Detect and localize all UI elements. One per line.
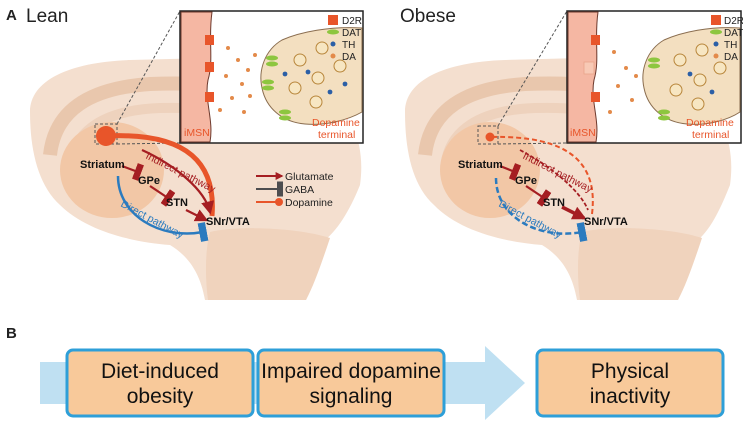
box-3-line-1: Physical [591,360,669,383]
da-icon [713,53,719,59]
lean-da-molecules [218,46,257,114]
legend-gaba-label: GABA [285,184,314,196]
obese-stn-label: STN [543,197,565,209]
legend-glutamate-label: Glutamate [285,171,334,183]
lean-cerebellum [205,228,330,300]
legend-da: DA [342,52,356,63]
legend-dat: DAT [342,28,361,39]
lean-msn-membrane [180,11,213,143]
legend-da: DA [724,52,738,63]
legend-d2r: D2R [342,16,362,27]
lean-dopamine-pathway [96,126,215,217]
lean-title: Lean [26,6,68,27]
lean-zoom-line-1 [116,10,181,125]
obese-direct-pathway [494,177,588,242]
dat-icon [327,29,339,35]
flow-box-impaired-dopamine-signaling: Impaired dopamine signaling [256,348,446,418]
obese-striatum-label: Striatum [458,159,503,171]
obese-zoom-line-2 [497,142,568,145]
lean-gpe-label: GPe [138,175,160,187]
box-3-line-2: inactivity [590,385,671,408]
obese-imsn-label: iMSN [570,127,596,139]
obese-striatum-to-gpe [499,163,522,181]
legend-th: TH [342,40,355,51]
th-icon [330,41,336,47]
obese-zoom-line-1 [497,10,568,127]
obese-stn-to-snr [561,205,587,220]
obese-inset-legend: D2R DAT TH DA [710,15,743,63]
obese-terminal-label-2: terminal [692,129,729,141]
d2r-icon [328,15,338,25]
box-2-line-2: signaling [310,385,393,408]
dat-icon [710,29,722,35]
obese-terminal-label-1: Dopamine [686,117,734,129]
flow-box-physical-inactivity: Physical inactivity [535,348,725,418]
obese-msn-membrane [567,11,599,143]
lean-gpe-to-stn [149,185,176,207]
th-icon [713,41,719,47]
obese-dat-transporters [648,57,670,121]
lean-d2r-receptors [205,35,214,102]
box-2-line-1: Impaired dopamine [261,360,441,383]
panel-a-label: A [6,7,17,24]
lean-panel: Lean Striatum GPe STN SNr/VTA Indirect p… [26,6,364,300]
lean-striatum-label: Striatum [80,159,125,171]
lean-stn-label: STN [166,197,188,209]
lean-synapse-inset: D2R DAT TH DA iMSN Dopamine terminal [179,10,364,144]
lean-vesicles [288,41,347,109]
obese-gpe-label: GPe [515,175,537,187]
obese-indirect-pathway-arrow [519,149,589,211]
lean-terminal-label-2: terminal [318,129,355,141]
obese-snr-vta-label: SNr/VTA [584,216,628,228]
legend-dopamine-label: Dopamine [285,197,333,209]
obese-da-molecules [608,50,638,114]
lean-th-dots [282,69,348,95]
legend-th: TH [724,40,737,51]
lean-terminal-label-1: Dopamine [312,117,360,129]
box-1-line-2: obesity [127,385,194,408]
obese-vesicles [669,43,727,111]
obese-th-dots [687,71,715,95]
lean-direct-pathway [116,175,209,242]
obese-striatum-region [440,122,540,218]
obese-terminal-membrane [642,27,741,125]
box-1-line-1: Diet-induced [101,360,219,383]
lean-dat-transporters [262,55,291,121]
obese-synapse-inset: D2R DAT TH DA iMSN Dopamine terminal [566,10,743,144]
d2r-icon [711,15,721,25]
lean-stn-to-snr [185,209,209,222]
lean-striatum-region [60,122,164,218]
lean-striatum-to-gpe [121,163,144,181]
obese-d2r-receptors [583,35,600,102]
lean-inset-legend: D2R DAT TH DA [327,15,362,63]
obese-panel: Obese Striatum GPe STN SNr/VTA Indirect … [400,6,743,300]
obese-zoom-box [477,125,499,145]
obese-dopamine-pathway [489,135,594,215]
obese-dopamine-soma [485,132,495,142]
lean-snr-vta-label: SNr/VTA [206,216,250,228]
da-icon [330,53,336,59]
obese-cerebellum [577,228,702,300]
lean-dopamine-soma [99,129,113,143]
panel-b-label: B [6,325,17,342]
lean-imsn-label: iMSN [184,127,210,139]
legend-d2r: D2R [724,16,743,27]
pathway-legend: Glutamate GABA Dopamine [256,171,334,209]
legend-dat: DAT [724,28,743,39]
obese-gpe-to-stn [525,185,552,207]
obese-title: Obese [400,6,456,27]
lean-indirect-pathway-arrow [141,148,215,215]
flow-box-diet-induced-obesity: Diet-induced obesity [65,348,255,418]
